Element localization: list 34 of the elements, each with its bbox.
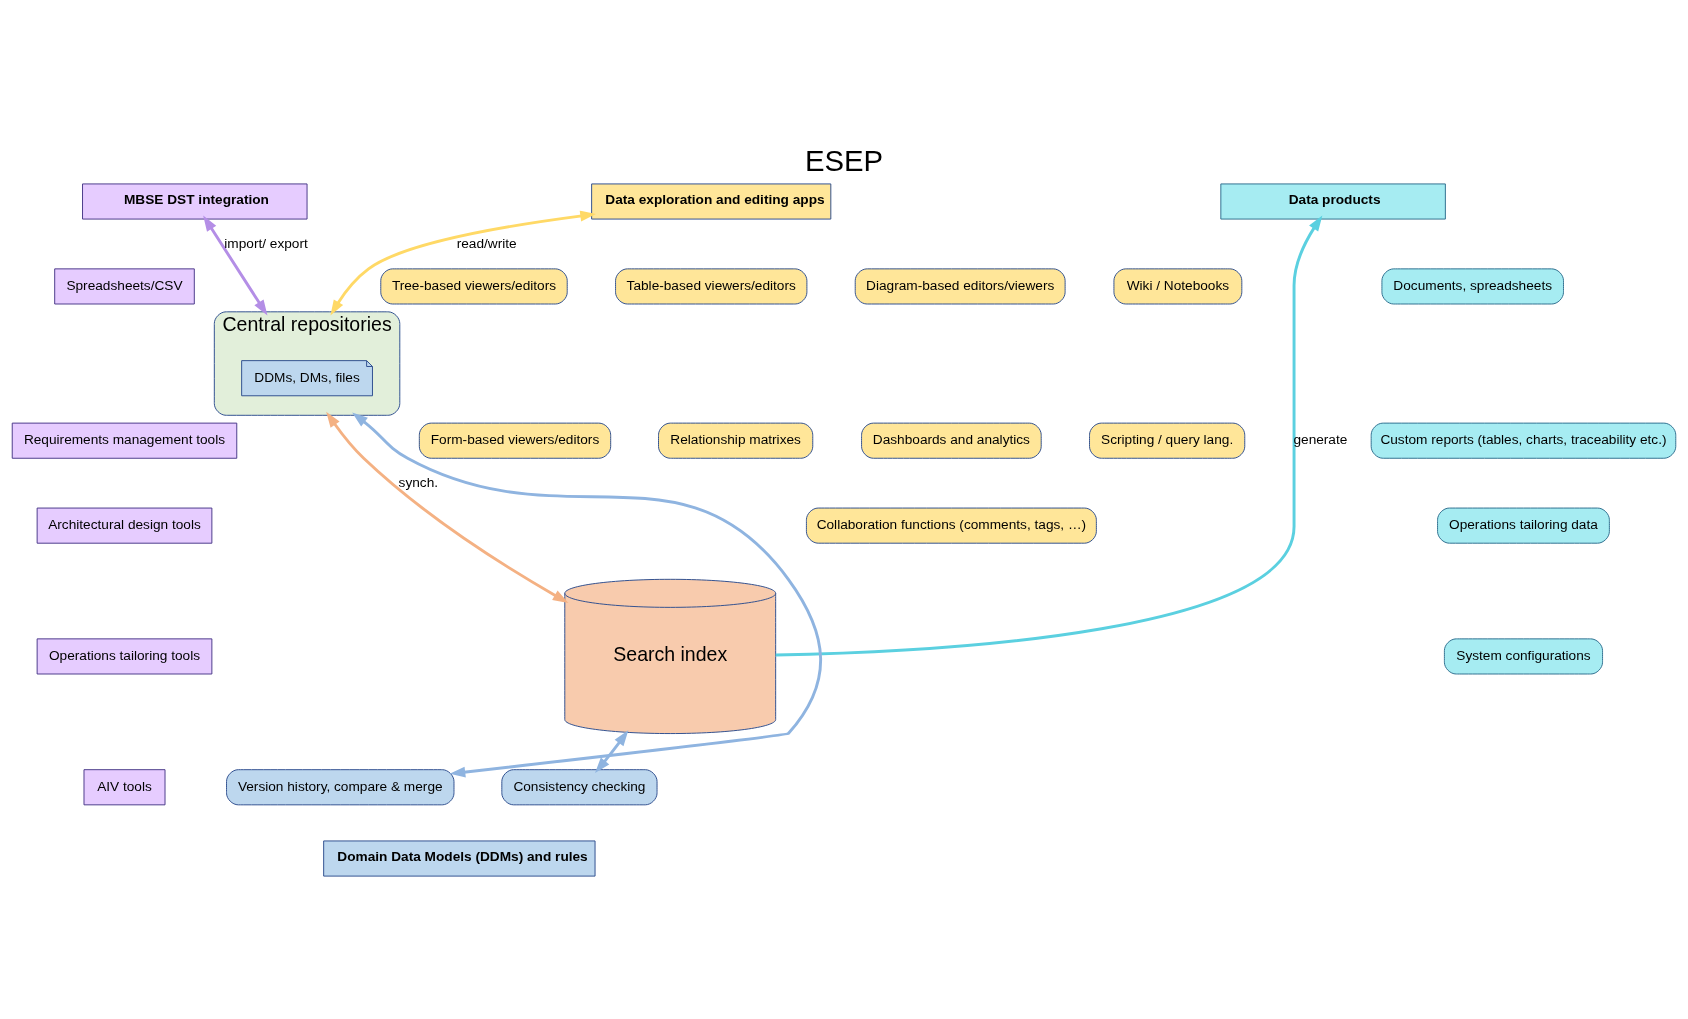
node-box: Table-based viewers/editors: [615, 267, 808, 304]
node-box: Data exploration and editing apps: [591, 182, 832, 220]
node-box: AIV tools: [83, 768, 166, 805]
node-box: Collaboration functions (comments, tags, …): [805, 507, 1097, 544]
node-box: Diagram-based editors/viewers: [854, 267, 1066, 304]
arrow: [775, 215, 1323, 657]
arrow: [203, 215, 268, 316]
node-box: Architectural design tools: [36, 507, 213, 544]
node-box: Domain Data Models (DDMs) and rules: [323, 839, 596, 877]
node-box: Operations tailoring data: [1437, 507, 1610, 544]
node-box: Consistency checking: [501, 768, 658, 805]
arrow: [595, 729, 629, 773]
edge-label: synch.: [398, 474, 439, 490]
node-box: MBSE DST integration: [82, 182, 308, 220]
node-box: Custom reports (tables, charts, traceability etc.): [1370, 422, 1677, 459]
node-box: Wiki / Notebooks: [1113, 267, 1243, 304]
arrow: [326, 411, 569, 603]
node-box: Scripting / query lang.: [1089, 422, 1246, 459]
edge-label: read/write: [456, 235, 517, 251]
node-box: Requirements management tools: [11, 422, 238, 459]
node-box: Operations tailoring tools: [36, 637, 213, 674]
arrow: [330, 210, 596, 316]
node-box: Data products: [1220, 182, 1446, 220]
node-box: Version history, compare & merge: [226, 768, 455, 805]
node-box: System configurations: [1443, 637, 1604, 674]
edge-label: import/ export: [224, 235, 308, 251]
node-box: Tree-based viewers/editors: [380, 267, 568, 304]
node-box: Documents, spreadsheets: [1381, 267, 1564, 304]
diagram-title: ESEP: [804, 143, 884, 177]
node-box: Relationship matrixes: [658, 422, 814, 459]
node-box: Dashboards and analytics: [861, 422, 1042, 459]
node-box: Spreadsheets/CSV: [54, 267, 195, 304]
arrow: [352, 412, 822, 778]
node-box: Form-based viewers/editors: [418, 422, 612, 459]
